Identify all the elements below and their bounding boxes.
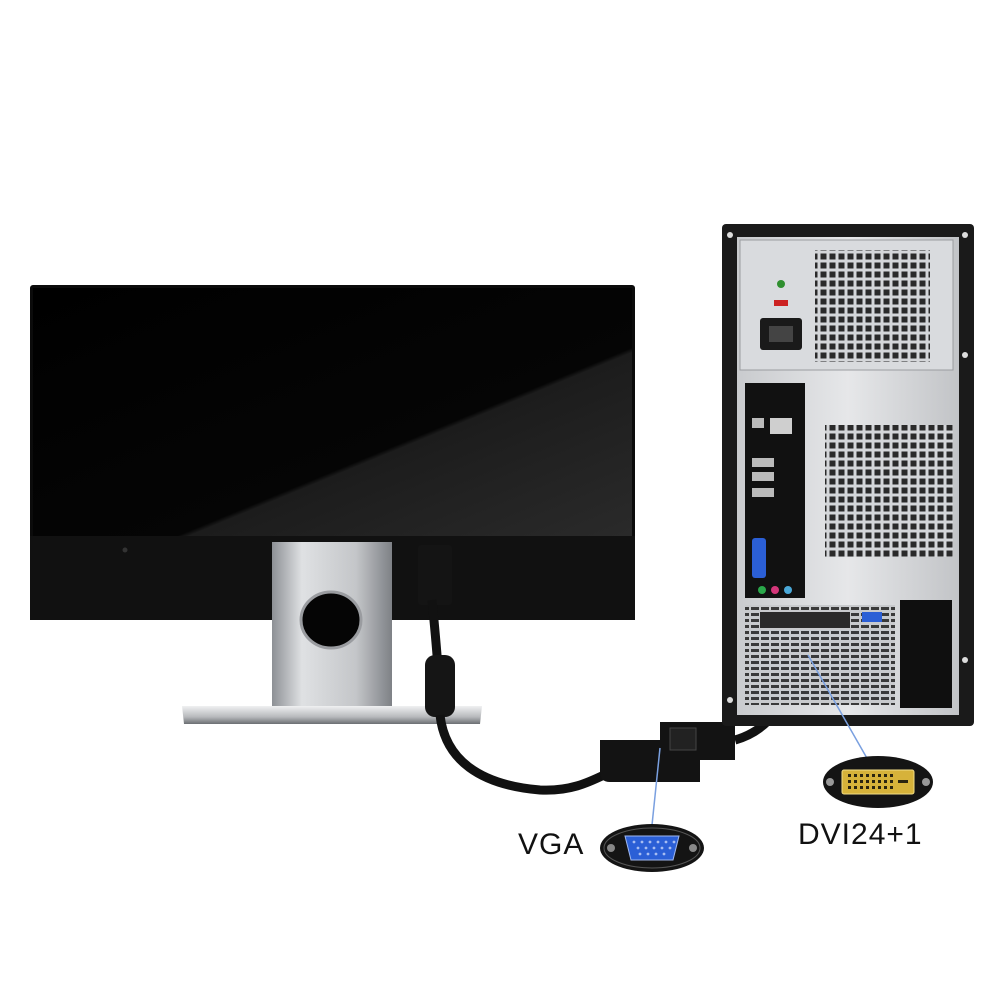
psu-fan-grille — [815, 250, 930, 362]
dvi-label: DVI24+1 — [798, 818, 923, 851]
dvi-callout-line — [807, 654, 869, 761]
stand-cable-hole — [299, 590, 363, 650]
vga-port-icon — [600, 824, 704, 872]
pc-tower-icon — [722, 224, 974, 726]
power-button — [122, 547, 128, 553]
vga-cable — [418, 545, 622, 795]
ferrite-core — [425, 655, 455, 717]
monitor-screen — [33, 288, 632, 536]
monitor-icon — [30, 285, 635, 724]
monitor-stand-base — [182, 706, 482, 724]
vga-callout-line — [651, 747, 661, 826]
vga-label: VGA — [518, 828, 585, 861]
dvi-port-icon — [823, 756, 933, 808]
case-fan-grille — [825, 425, 953, 557]
